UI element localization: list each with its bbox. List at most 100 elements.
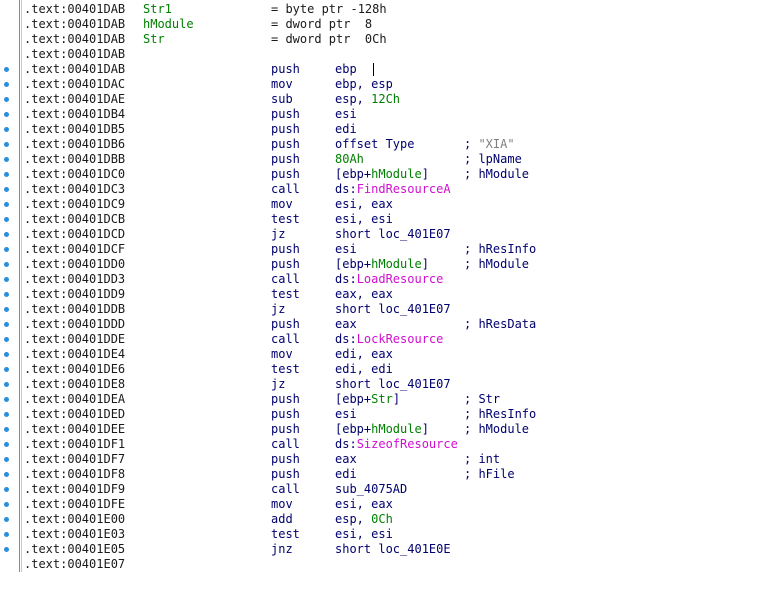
dot-icon[interactable] <box>4 412 9 417</box>
dot-icon[interactable] <box>4 232 9 237</box>
instruction-operands: eax <box>335 317 357 331</box>
dot-icon[interactable] <box>4 262 9 267</box>
line-address: .text:00401E03 <box>24 527 126 541</box>
line-address: .text:00401DEA <box>24 392 126 406</box>
dot-icon[interactable] <box>4 487 9 492</box>
dot-icon[interactable] <box>4 457 9 462</box>
dot-icon[interactable] <box>4 502 9 507</box>
instruction-mnemonic: call <box>271 272 300 286</box>
dot-icon[interactable] <box>4 307 9 312</box>
dot-icon[interactable] <box>4 127 9 132</box>
instruction-mnemonic: push <box>271 107 300 121</box>
line-address: .text:00401DEE <box>24 422 126 436</box>
line-address: .text:00401DAB <box>24 17 126 31</box>
line-address: .text:00401DCF <box>24 242 126 256</box>
dot-icon[interactable] <box>4 337 9 342</box>
line-comment: ; int <box>464 452 501 466</box>
instruction-mnemonic: jz <box>271 377 286 391</box>
instruction-mnemonic: mov <box>271 77 293 91</box>
line-address: .text:00401DB6 <box>24 137 126 151</box>
dot-icon[interactable] <box>4 427 9 432</box>
dot-icon[interactable] <box>4 382 9 387</box>
dot-icon[interactable] <box>4 247 9 252</box>
dot-icon[interactable] <box>4 112 9 117</box>
dot-icon[interactable] <box>4 367 9 372</box>
instruction-mnemonic: push <box>271 167 300 181</box>
dot-icon[interactable] <box>4 97 9 102</box>
dot-icon[interactable] <box>4 547 9 552</box>
dot-icon[interactable] <box>4 142 9 147</box>
instruction-operands: eax, eax <box>335 287 393 301</box>
instruction-operands: edi <box>335 122 357 136</box>
line-address: .text:00401DE8 <box>24 377 126 391</box>
dot-icon[interactable] <box>4 322 9 327</box>
instruction-mnemonic: push <box>271 122 300 136</box>
listing-line[interactable]: .text:00401E07 <box>0 557 762 572</box>
instruction-operands: ds:FindResourceA <box>335 182 451 196</box>
dot-icon[interactable] <box>4 532 9 537</box>
line-address: .text:00401DCB <box>24 212 126 226</box>
instruction-operands: edi, eax <box>335 347 393 361</box>
listing-line[interactable]: .text:00401DAB <box>0 47 762 62</box>
instruction-mnemonic: push <box>271 452 300 466</box>
dot-icon[interactable] <box>4 157 9 162</box>
dot-icon[interactable] <box>4 82 9 87</box>
line-address: .text:00401DAB <box>24 2 126 16</box>
dot-icon[interactable] <box>4 442 9 447</box>
dot-icon[interactable] <box>4 397 9 402</box>
dot-icon[interactable] <box>4 187 9 192</box>
dot-icon[interactable] <box>4 517 9 522</box>
line-address: .text:00401DE4 <box>24 347 126 361</box>
instruction-operands: esi, eax <box>335 197 393 211</box>
dot-icon[interactable] <box>4 202 9 207</box>
dot-icon[interactable] <box>4 217 9 222</box>
instruction-operands: offset Type <box>335 137 415 151</box>
dot-icon[interactable] <box>4 472 9 477</box>
dot-icon[interactable] <box>4 172 9 177</box>
dot-icon[interactable] <box>4 277 9 282</box>
instruction-mnemonic: call <box>271 482 300 496</box>
dot-icon[interactable] <box>4 352 9 357</box>
dot-icon[interactable] <box>4 292 9 297</box>
instruction-mnemonic: push <box>271 422 300 436</box>
instruction-mnemonic: push <box>271 257 300 271</box>
dot-icon[interactable] <box>4 67 9 72</box>
